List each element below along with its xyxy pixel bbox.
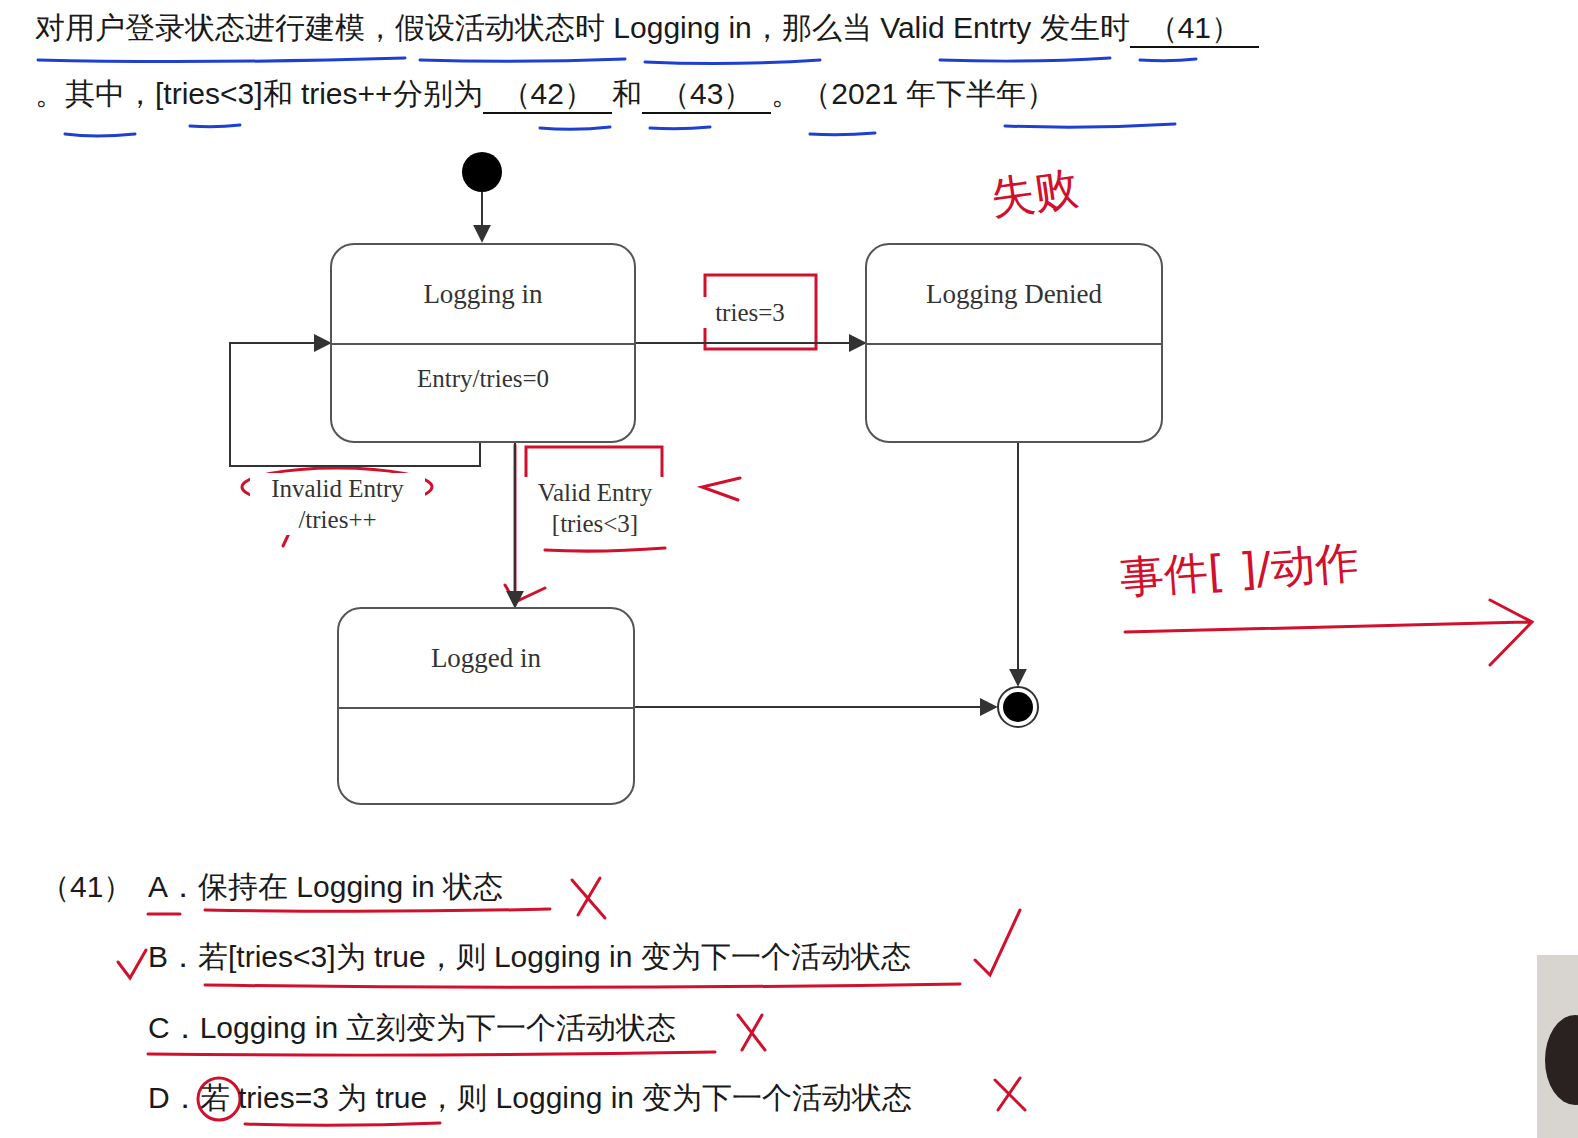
label-holder: Invalid Entry /tries++ (250, 473, 425, 535)
option-text: D．若 tries=3 为 true，则 Logging in 变为下一个活动状… (148, 1081, 912, 1114)
state-box: Logging in Entry/tries=0 (330, 243, 636, 443)
option-text: C．Logging in 立刻变为下一个活动状态 (148, 1011, 676, 1044)
transition-label: Invalid Entry /tries++ (250, 473, 425, 535)
label-holder: （41） (40, 868, 133, 906)
label-holder: B．若[tries<3]为 true，则 Logging in 变为下一个活动状… (148, 938, 911, 976)
option-text: B．若[tries<3]为 true，则 Logging in 变为下一个活动状… (148, 940, 911, 973)
handwritten-note: 事件[ ]/动作 (1119, 537, 1361, 604)
answer-mark (118, 878, 1025, 1125)
label-holder: A．保持在 Logging in 状态 (148, 868, 503, 906)
state-name: Logging Denied (926, 278, 1102, 310)
state-body-compartment (339, 709, 633, 729)
option-text: A．保持在 Logging in 状态 (148, 870, 503, 903)
webcam-person (1545, 1015, 1578, 1105)
handwritten-note: 失败 (987, 162, 1081, 224)
final-state (1003, 692, 1033, 722)
question-part: 。其中，[tries<3]和 tries++分别为 (35, 77, 483, 110)
question-number: （41） (40, 870, 133, 903)
final-transition (1017, 443, 1019, 685)
final-transition (635, 706, 996, 708)
state-box: Logged in (337, 607, 635, 805)
state-name: Logged in (431, 642, 541, 674)
answer-blank: （43） (642, 76, 771, 114)
answer-blank: （42） (483, 76, 612, 114)
state-name: Logging in (423, 278, 542, 310)
state-name-compartment: Logged in (339, 609, 633, 709)
label-holder: C．Logging in 立刻变为下一个活动状态 (148, 1009, 676, 1047)
answer-blank: （41） (1130, 10, 1259, 48)
state-box: Logging Denied (865, 243, 1163, 443)
label-holder: D．若 tries=3 为 true，则 Logging in 变为下一个活动状… (148, 1079, 912, 1117)
transition-arrow (514, 443, 516, 607)
state-name-compartment: Logging Denied (867, 245, 1161, 345)
state-body-compartment: Entry/tries=0 (332, 345, 634, 393)
transition-arrow (636, 342, 865, 344)
initial-transition (481, 192, 483, 241)
initial-state (462, 152, 502, 192)
label-holder: Valid Entry [tries<3] (520, 477, 670, 539)
transition-label: tries=3 (700, 297, 800, 328)
state-body-compartment (867, 345, 1161, 365)
transition-label: Valid Entry [tries<3] (520, 477, 670, 539)
state-action: Entry/tries=0 (346, 365, 620, 393)
label-holder: tries=3 (700, 297, 800, 328)
label-holder: 失败 (990, 168, 1078, 218)
question-part: 对用户登录状态进行建模，假设活动状态时 Logging in，那么当 Valid… (35, 11, 1130, 44)
label-holder: 事件[ ]/动作 (1120, 545, 1359, 595)
state-name-compartment: Logging in (332, 245, 634, 345)
question-part: 。（2021 年下半年） (771, 77, 1056, 110)
question-text: 对用户登录状态进行建模，假设活动状态时 Logging in，那么当 Valid… (35, 0, 1275, 127)
question-part: 和 (612, 77, 642, 110)
final-state-ring (998, 687, 1038, 727)
